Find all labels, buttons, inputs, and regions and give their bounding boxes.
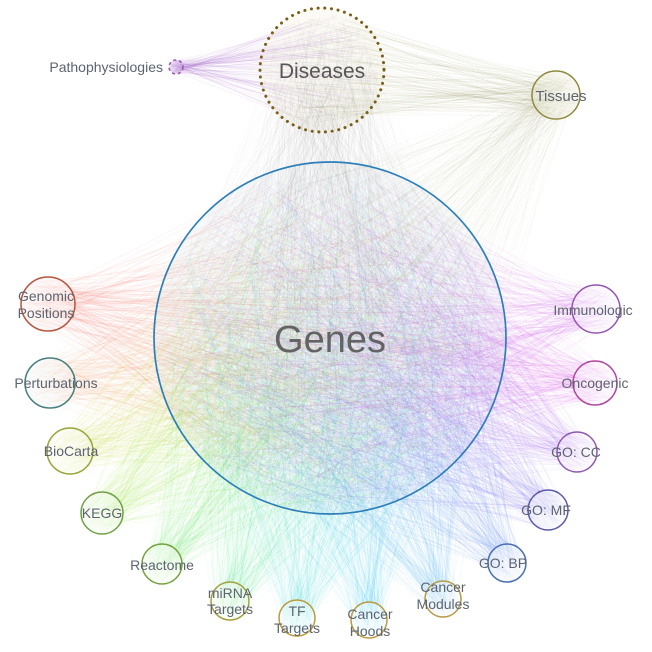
label-tf-targets: TF [288,603,305,619]
node-perturbations[interactable] [24,357,76,409]
node-genomic-positions[interactable] [20,276,76,332]
node-diseases[interactable] [258,6,386,134]
label-mirna-targets: Targets [207,601,253,617]
node-biocarta[interactable] [46,427,94,475]
label-genes: Genes [274,319,386,361]
label-tf-targets: Targets [274,620,320,636]
edges-go-bp-to-genes [162,169,522,579]
label-reactome: Reactome [130,557,194,573]
edges-mirna-targets-to-genes [166,171,485,619]
edges-biocarta-to-genes [49,175,486,507]
label-perturbations: Perturbations [14,375,97,391]
edges-diseases-to-pathophysiologies [169,15,379,127]
node-mirna-targets[interactable] [210,581,250,621]
node-tf-targets[interactable] [278,599,316,637]
label-genomic-positions: Positions [18,305,75,321]
label-kegg: KEGG [82,505,122,521]
node-cancer-hoods[interactable] [350,601,388,639]
label-cancer-modules: Modules [417,596,470,612]
label-diseases: Diseases [279,60,365,83]
label-cancer-hoods: Cancer [347,606,392,622]
node-reactome[interactable] [141,543,183,585]
edges-cancer-hoods-to-genes [169,175,483,636]
edges-reactome-to-genes [143,170,494,583]
label-cancer-modules: Cancer [420,579,465,595]
edges-kegg-to-genes [83,173,486,533]
label-go-bp: GO: BP [479,555,527,571]
label-pathophysiologies: Pathophysiologies [49,59,163,75]
genes-area-fill [154,162,506,514]
edges-tf-targets-to-genes [173,172,497,634]
edges-tissues-to-genes [165,72,578,507]
edges-go-cc-to-genes [189,173,595,504]
node-go-bp[interactable] [487,543,527,583]
label-oncogenic: Oncogenic [562,375,629,391]
node-oncogenic[interactable] [572,360,618,406]
node-kegg[interactable] [80,491,124,535]
node-pathophysiologies[interactable] [168,59,184,75]
node-immunologic[interactable] [571,284,621,334]
node-cancer-modules[interactable] [424,580,462,618]
label-tissues: Tissues [535,88,586,105]
edges-genomic-positions-to-genes [23,176,493,507]
label-immunologic: Immunologic [553,302,632,318]
edges-cancer-modules-to-genes [170,177,495,614]
label-cancer-hoods: Hoods [350,623,390,639]
node-go-cc[interactable] [556,431,598,473]
label-mirna-targets: miRNA [208,585,253,601]
label-go-cc: GO: CC [551,444,601,460]
edges-perturbations-to-genes [27,173,495,498]
node-tissues[interactable] [531,70,581,120]
edges-immunologic-to-genes [162,169,619,508]
node-go-mf[interactable] [527,489,569,531]
label-go-mf: GO: MF [521,502,571,518]
label-biocarta: BioCarta [44,443,99,459]
label-genomic-positions: Genomic [18,288,74,304]
node-genes[interactable] [153,161,507,515]
edges-oncogenic-to-genes [171,176,616,499]
edges-go-mf-to-genes [163,178,567,529]
